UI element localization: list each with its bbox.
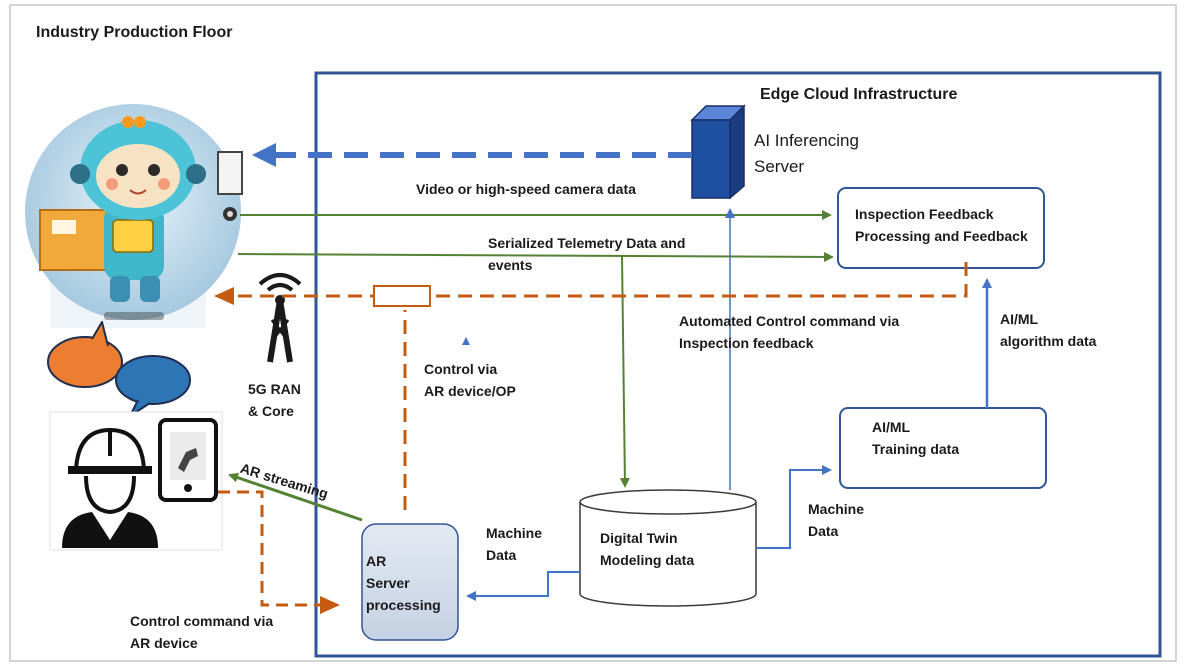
robot-image: [25, 104, 243, 328]
twin-to-training-arrow: [756, 465, 832, 549]
control-command-dashed: [218, 490, 322, 607]
junction-box: [373, 285, 431, 307]
5g-ran-label: 5G RAN & Core: [248, 381, 301, 419]
ai-server-label: AI Inferencing Server: [754, 131, 859, 176]
inspection-box-label: Inspection Feedback Processing and Feedb…: [855, 206, 1028, 244]
twin-to-ar-server-arrow: [466, 571, 580, 601]
ar-streaming-arrow: [228, 472, 363, 522]
edge-cloud-title: Edge Cloud Infrastructure: [760, 86, 958, 103]
orange-speech-bubble: [47, 321, 123, 388]
control-feedback-dashed: [230, 262, 968, 298]
digital-twin-cylinder: [579, 489, 757, 607]
digital-twin-label: Digital Twin Modeling data: [600, 530, 695, 568]
ai-inferencing-server-icon: [690, 104, 746, 200]
aiml-training-box: [839, 407, 1047, 489]
machine-data-left-label: Machine Data: [486, 525, 543, 563]
small-triangle-marker: [462, 337, 470, 345]
telemetry-label: Serialized Telemetry Data and events: [488, 235, 686, 273]
video-data-label: Video or high-speed camera data: [416, 181, 636, 197]
telemetry-to-twin-arrow: [619, 255, 630, 488]
5g-tower-icon: [258, 273, 302, 363]
control-ar-label: Control via AR device/OP: [424, 361, 516, 399]
edge-cloud-box: [314, 71, 1162, 658]
ar-server-box: [361, 523, 459, 641]
automated-control-label: Automated Control command via Inspection…: [679, 313, 900, 351]
telemetry-arrow: [237, 251, 834, 262]
ar-server-label: AR Server processing: [366, 553, 441, 613]
worker-with-tablet-image: [49, 411, 223, 551]
inspection-feedback-box: [837, 187, 1045, 269]
training-box-label: AI/ML Training data: [872, 419, 960, 457]
machine-data-right-label: Machine Data: [808, 501, 865, 539]
aiml-algorithm-label: AI/ML algorithm data: [1000, 311, 1097, 349]
control-command-label: Control command via AR device: [130, 613, 274, 651]
production-floor-title: Industry Production Floor: [36, 24, 233, 41]
